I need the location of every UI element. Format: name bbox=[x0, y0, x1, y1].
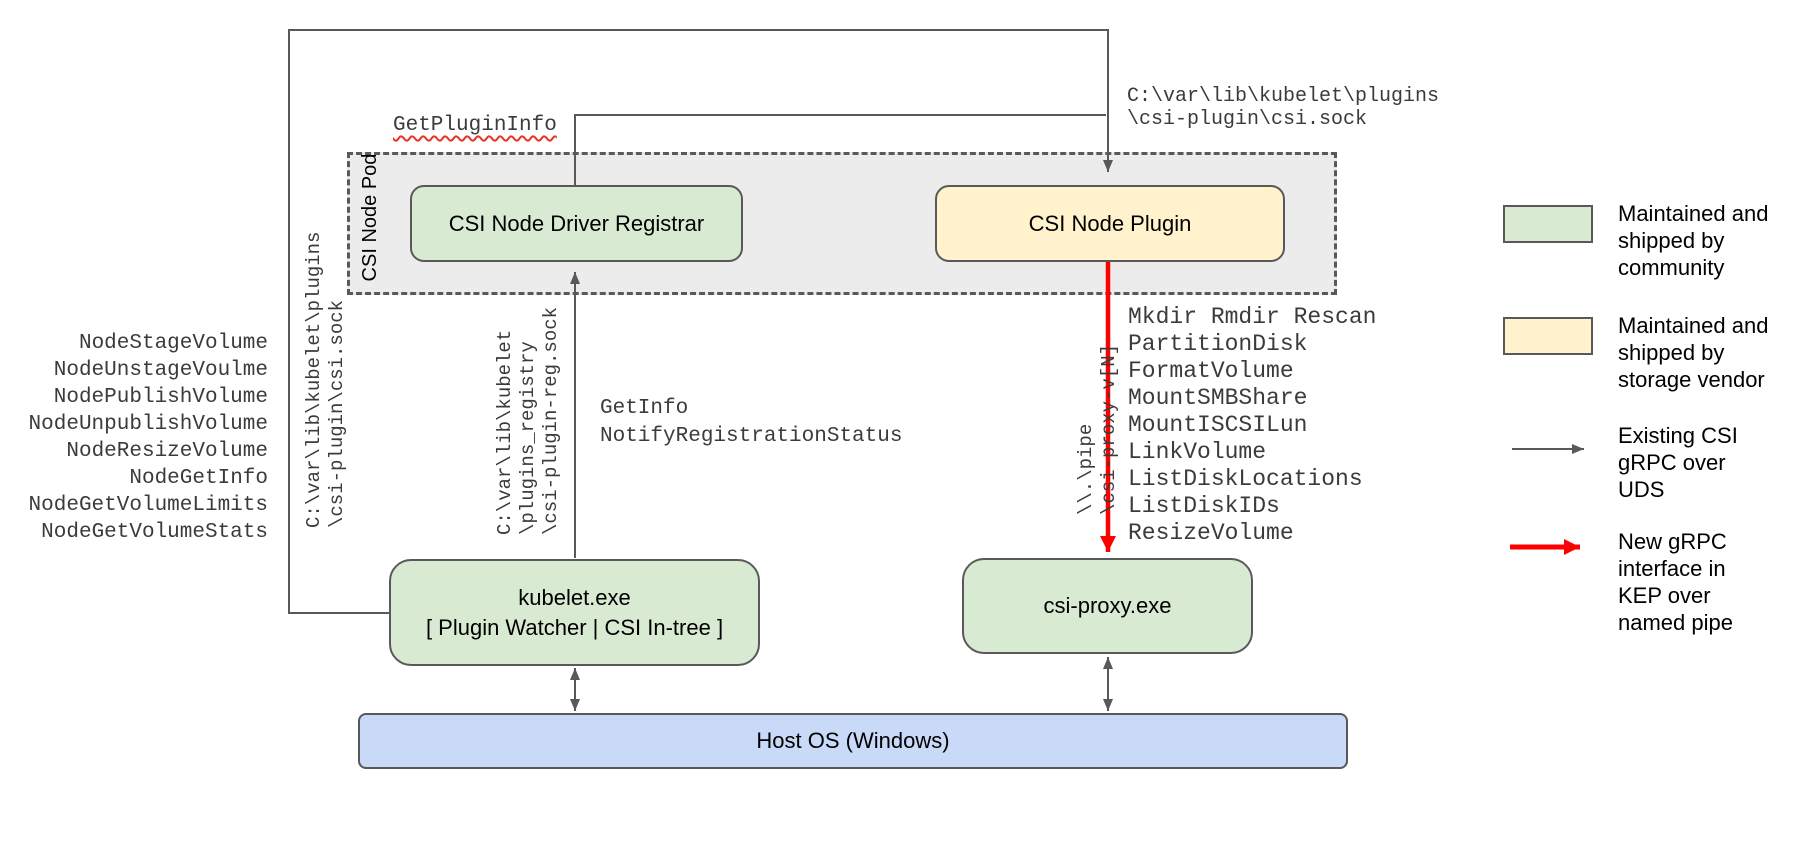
plugin-reg-sock-path-label: C:\var\lib\kubelet\plugins_registry\csi-… bbox=[494, 285, 563, 535]
list-item: shipped by bbox=[1618, 228, 1725, 253]
list-item: NodeGetInfo bbox=[129, 467, 268, 490]
list-item: Existing CSI bbox=[1618, 423, 1738, 448]
list-item: NodeResizeVolume bbox=[66, 440, 268, 463]
list-item: shipped by bbox=[1618, 340, 1725, 365]
list-item: \csi-plugin\csi.sock bbox=[1127, 108, 1368, 131]
list-item: \csi-plugin-reg.sock bbox=[540, 306, 562, 535]
list-item: MountSMBShare bbox=[1128, 385, 1308, 411]
list-item: C:\var\lib\kubelet\plugins bbox=[1127, 85, 1440, 108]
csi-sock-path-left-label: C:\var\lib\kubelet\plugins\csi-plugin\cs… bbox=[303, 228, 349, 528]
legend-community-swatch bbox=[1503, 205, 1593, 243]
list-item: NodeGetVolumeStats bbox=[41, 521, 268, 544]
list-item: \plugins_registry bbox=[517, 341, 539, 535]
csi-node-plugin-box: CSI Node Plugin bbox=[935, 185, 1285, 262]
list-item: Maintained and bbox=[1618, 313, 1769, 338]
csi-proxy-label: csi-proxy.exe bbox=[1043, 593, 1172, 618]
list-item: FormatVolume bbox=[1128, 358, 1294, 384]
list-item: gRPC over bbox=[1618, 450, 1726, 475]
list-item: NodeStageVolume bbox=[78, 332, 268, 355]
kubelet-box: kubelet.exe [ Plugin Watcher | CSI In-tr… bbox=[389, 559, 760, 666]
list-item: NodeUnstageVoulme bbox=[53, 359, 268, 382]
list-item: \\.\pipe bbox=[1075, 423, 1097, 515]
kubelet-label-line2: [ Plugin Watcher | CSI In-tree ] bbox=[425, 614, 724, 640]
list-item: NodePublishVolume bbox=[53, 386, 268, 409]
list-item: C:\var\lib\kubelet bbox=[494, 329, 516, 535]
list-item: MountISCSILun bbox=[1128, 412, 1308, 438]
list-item: ResizeVolume bbox=[1128, 520, 1294, 546]
plugin-label: CSI Node Plugin bbox=[1028, 210, 1192, 236]
named-pipe-path-label: \\.\pipe\csi-proxy-v[N] bbox=[1075, 315, 1121, 515]
getplugininfo-label: GetPluginInfo bbox=[393, 114, 557, 137]
host-os-box: Host OS (Windows) bbox=[358, 713, 1348, 769]
list-item: ListDiskIDs bbox=[1128, 493, 1280, 519]
list-item: UDS bbox=[1618, 477, 1665, 502]
list-item: Mkdir Rmdir Rescan bbox=[1128, 304, 1377, 330]
list-item: KEP over bbox=[1618, 583, 1711, 608]
list-item: NotifyRegistrationStatus bbox=[600, 425, 903, 448]
list-item: \csi-plugin\csi.sock bbox=[326, 299, 348, 528]
csi-node-pod-label: CSI Node Pod bbox=[359, 153, 381, 282]
host-os-label: Host OS (Windows) bbox=[756, 728, 950, 753]
list-item: storage vendor bbox=[1618, 367, 1765, 392]
list-item: C:\var\lib\kubelet\plugins bbox=[303, 231, 325, 528]
list-item: interface in bbox=[1618, 556, 1726, 581]
list-item: named pipe bbox=[1618, 610, 1733, 635]
list-item: ListDiskLocations bbox=[1128, 466, 1363, 492]
list-item: NodeUnpublishVolume bbox=[28, 413, 268, 436]
list-item: Maintained and bbox=[1618, 201, 1769, 226]
csi-proxy-box: csi-proxy.exe bbox=[962, 558, 1253, 654]
list-item: LinkVolume bbox=[1128, 439, 1267, 465]
csi-sock-path-top-label: C:\var\lib\kubelet\plugins\csi-plugin\cs… bbox=[1127, 85, 1439, 131]
list-item: New gRPC bbox=[1618, 529, 1727, 554]
legend-vendor-swatch bbox=[1503, 317, 1593, 355]
kubelet-label-line1: kubelet.exe bbox=[518, 584, 631, 610]
list-item: community bbox=[1618, 255, 1725, 280]
list-item: \csi-proxy-v[N] bbox=[1098, 343, 1120, 515]
list-item: GetInfo bbox=[600, 397, 689, 420]
registrar-label: CSI Node Driver Registrar bbox=[448, 210, 705, 236]
csi-node-driver-registrar-box: CSI Node Driver Registrar bbox=[410, 185, 743, 262]
list-item: NodeGetVolumeLimits bbox=[28, 494, 268, 517]
list-item: PartitionDisk bbox=[1128, 331, 1308, 357]
